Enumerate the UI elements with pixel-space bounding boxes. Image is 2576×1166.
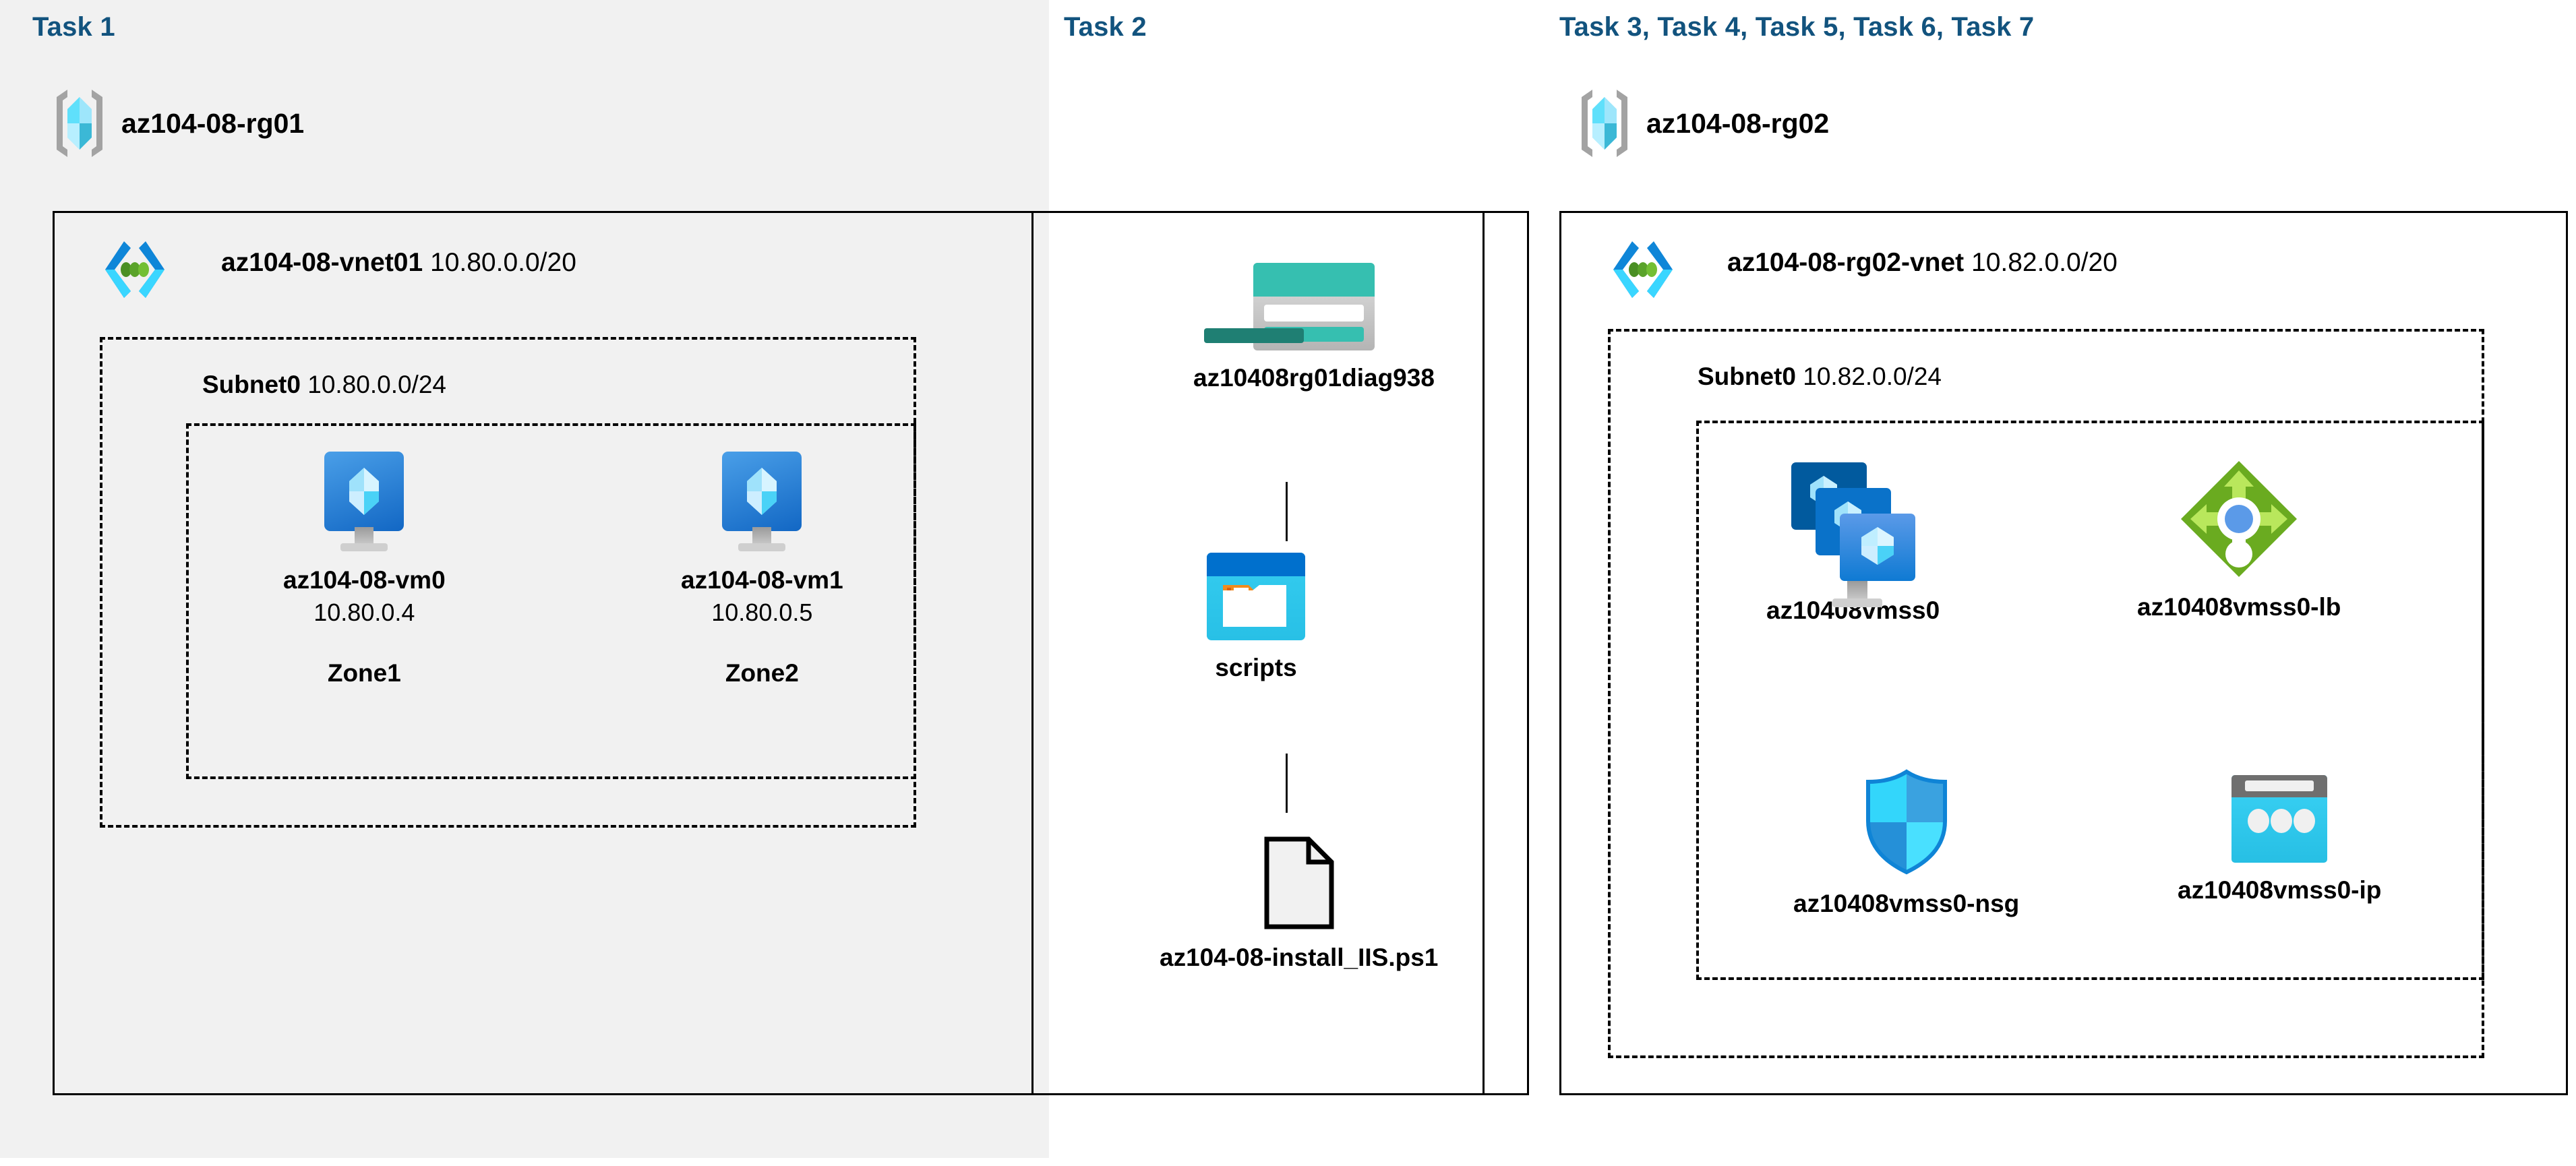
resource-group-label: az104-08-rg01 [121, 107, 305, 139]
resource-group-icon [53, 88, 107, 159]
resource-group-label: az104-08-rg02 [1646, 107, 1830, 139]
vm-name: az104-08-vm1 [681, 566, 843, 594]
task2-heading: Task 2 [1064, 12, 1147, 42]
blob-container-icon [1207, 553, 1305, 640]
virtual-network-vnet01 [100, 237, 170, 302]
public-ip-address-name: az10408vmss0-ip [2178, 876, 2382, 904]
network-security-group-name: az10408vmss0-nsg [1793, 890, 2020, 917]
rg02-vnet-name: az104-08-rg02-vnet [1727, 248, 1965, 277]
script-file-node: az104-08-install_IIS.ps1 [1160, 836, 1438, 973]
script-file-icon [1262, 836, 1336, 930]
vm-scale-set-icon-base [1832, 599, 1882, 607]
network-security-group-icon [1863, 768, 1950, 876]
virtual-machine-icon [320, 452, 408, 553]
load-balancer-icon [2178, 458, 2300, 580]
virtual-machine-icon [718, 452, 806, 553]
subnet0-cidr: 10.82.0.0/24 [1803, 363, 1942, 390]
virtual-machine-vm1: az104-08-vm1 10.80.0.5 Zone2 [681, 452, 843, 687]
connector-storage-to-container [1286, 482, 1288, 541]
resource-group-rg02: az104-08-rg02 [1578, 88, 1829, 159]
subnet0-name: Subnet0 [202, 371, 301, 398]
task3to7-heading: Task 3, Task 4, Task 5, Task 6, Task 7 [1559, 12, 2035, 42]
public-ip-address-icon [2231, 775, 2328, 863]
connector-container-to-script [1286, 754, 1288, 813]
network-security-group-node: az10408vmss0-nsg [1793, 768, 2019, 919]
subnet0-rg02-label: Subnet0 10.82.0.0/24 [1698, 363, 1942, 391]
storage-account-name: az10408rg01diag938 [1193, 364, 1435, 392]
rg02-vnet-label: az104-08-rg02-vnet 10.82.0.0/20 [1727, 248, 2118, 278]
task3to7-column-background [0, 0, 1049, 1158]
vm-name: az104-08-vm0 [283, 566, 446, 594]
vm-zone: Zone2 [725, 659, 799, 687]
virtual-network-icon [1608, 237, 1678, 302]
load-balancer-name: az10408vmss0-lb [2137, 593, 2341, 621]
vm-scale-set-icon-stand [1847, 581, 1867, 600]
subnet0-name: Subnet0 [1698, 363, 1796, 390]
vm-scale-set-icon [1786, 458, 1921, 583]
resource-group-icon [1578, 88, 1631, 159]
availability-zone-group-box [186, 423, 916, 779]
vmss-resources-box [1696, 421, 2484, 980]
blob-container-node: scripts [1207, 553, 1305, 683]
vm-scale-set-node: az10408vmss0 [1766, 458, 1940, 626]
load-balancer-node: az10408vmss0-lb [2137, 458, 2341, 623]
task1-heading: Task 1 [32, 12, 115, 42]
blob-container-name: scripts [1215, 654, 1297, 681]
vnet01-label: az104-08-vnet01 10.80.0.0/20 [221, 248, 576, 278]
vm-ip: 10.80.0.5 [711, 599, 813, 627]
virtual-machine-vm0: az104-08-vm0 10.80.0.4 Zone1 [283, 452, 446, 687]
subnet0-cidr: 10.80.0.0/24 [307, 371, 446, 398]
vnet01-panel [53, 211, 1485, 1095]
storage-account-icon-bar3 [1204, 328, 1304, 343]
public-ip-address-node: az10408vmss0-ip [2178, 775, 2381, 906]
script-file-name: az104-08-install_IIS.ps1 [1160, 944, 1439, 971]
rg02-vnet-cidr: 10.82.0.0/20 [1971, 248, 2118, 277]
virtual-network-icon [100, 237, 170, 302]
resource-group-rg01: az104-08-rg01 [53, 88, 304, 159]
task2-panel [1031, 211, 1529, 1095]
virtual-network-rg02-vnet [1608, 237, 1678, 302]
vnet01-name: az104-08-vnet01 [221, 248, 423, 277]
vm-ip: 10.80.0.4 [313, 599, 415, 627]
vnet01-cidr: 10.80.0.0/20 [430, 248, 576, 277]
vm-zone: Zone1 [327, 659, 401, 687]
rg02-vnet-panel [1559, 211, 2568, 1095]
subnet0-vnet01-label: Subnet0 10.80.0.0/24 [202, 371, 446, 399]
